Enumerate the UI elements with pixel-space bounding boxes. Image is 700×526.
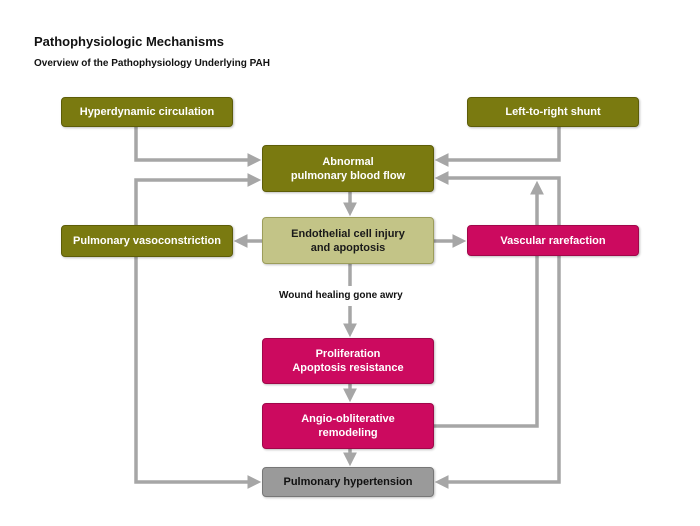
edge-label-wound-healing: Wound healing gone awry bbox=[279, 290, 403, 301]
arrow-vasoconstriction-to-flow bbox=[134, 173, 262, 225]
node-angio-obliterative-remodeling: Angio-obliterative remodeling bbox=[262, 403, 434, 449]
node-line: pulmonary blood flow bbox=[290, 169, 406, 182]
node-pulmonary-vasoconstriction: Pulmonary vasoconstriction bbox=[61, 225, 233, 257]
node-pulmonary-hypertension: Pulmonary hypertension bbox=[262, 467, 434, 497]
arrow-rarefaction-to-hypertension bbox=[434, 256, 561, 489]
node-line: Vascular rarefaction bbox=[500, 234, 606, 247]
node-line: Pulmonary vasoconstriction bbox=[73, 235, 221, 247]
arrow-shunt-to-flow bbox=[434, 127, 561, 167]
node-vascular-rarefaction: Vascular rarefaction bbox=[467, 225, 639, 256]
node-line: Hyperdynamic circulation bbox=[79, 106, 215, 118]
node-line: and apoptosis bbox=[310, 241, 386, 254]
node-endothelial-cell-injury: Endothelial cell injury and apoptosis bbox=[262, 217, 434, 264]
node-line: remodeling bbox=[318, 427, 378, 439]
node-line: Endothelial cell injury bbox=[291, 227, 405, 240]
node-proliferation: Proliferation Apoptosis resistance bbox=[262, 338, 434, 384]
arrow-hyperdynamic-to-flow bbox=[134, 127, 262, 167]
node-line: Pulmonary hypertension bbox=[283, 476, 413, 488]
node-line: Angio-obliterative bbox=[301, 413, 395, 425]
page-subtitle: Overview of the Pathophysiology Underlyi… bbox=[34, 58, 270, 69]
node-line: Apoptosis resistance bbox=[292, 362, 404, 374]
node-line: Left-to-right shunt bbox=[505, 106, 601, 118]
arrow-vasoconstriction-to-hypertension bbox=[134, 257, 262, 489]
node-left-to-right-shunt: Left-to-right shunt bbox=[467, 97, 639, 127]
node-abnormal-pulmonary-blood-flow: Abnormal pulmonary blood flow bbox=[262, 145, 434, 192]
node-line: Abnormal bbox=[322, 155, 374, 168]
node-hyperdynamic-circulation: Hyperdynamic circulation bbox=[61, 97, 233, 127]
arrow-remodeling-to-rarefaction bbox=[434, 180, 544, 428]
page-title: Pathophysiologic Mechanisms bbox=[34, 34, 224, 49]
node-line: Proliferation bbox=[315, 348, 381, 360]
